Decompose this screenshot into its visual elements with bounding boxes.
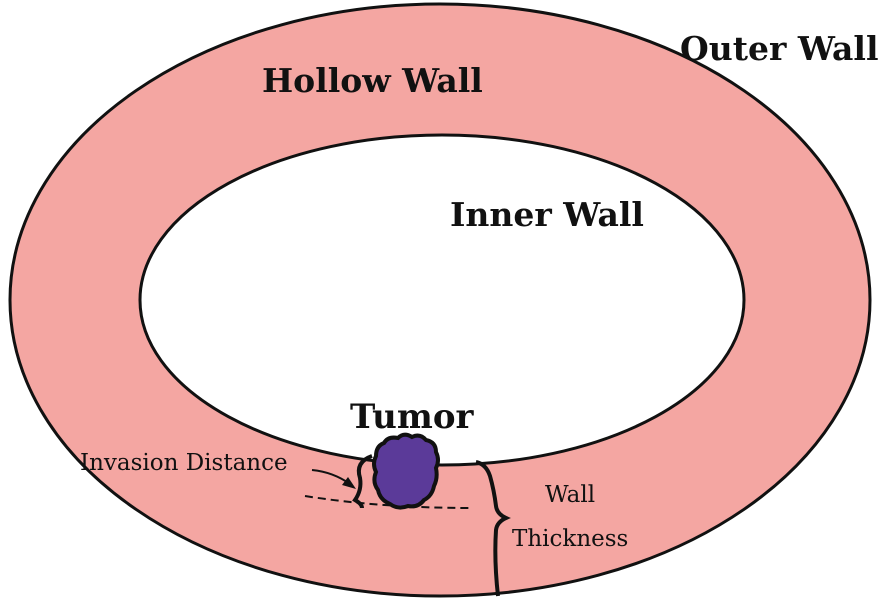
- invasion-distance-bracket: [352, 454, 373, 509]
- invasion-distance-arrow-head: [342, 477, 356, 489]
- tumor-label: Tumor: [350, 397, 475, 437]
- tumor-shape: [372, 432, 440, 510]
- inner-wall-ellipse: [138, 133, 746, 467]
- wall-thickness-label-line2: Thickness: [512, 526, 628, 552]
- outer-wall-label: Outer Wall: [680, 29, 879, 68]
- invasion-depth-dashed-line: [304, 495, 473, 509]
- wall-thickness-label-line1: Wall: [545, 482, 595, 508]
- wall-thickness-brace: [475, 460, 511, 597]
- hollow-wall-label: Hollow Wall: [262, 61, 483, 100]
- inner-wall-label: Inner Wall: [450, 195, 644, 234]
- invasion-distance-label: Invasion Distance: [80, 450, 288, 476]
